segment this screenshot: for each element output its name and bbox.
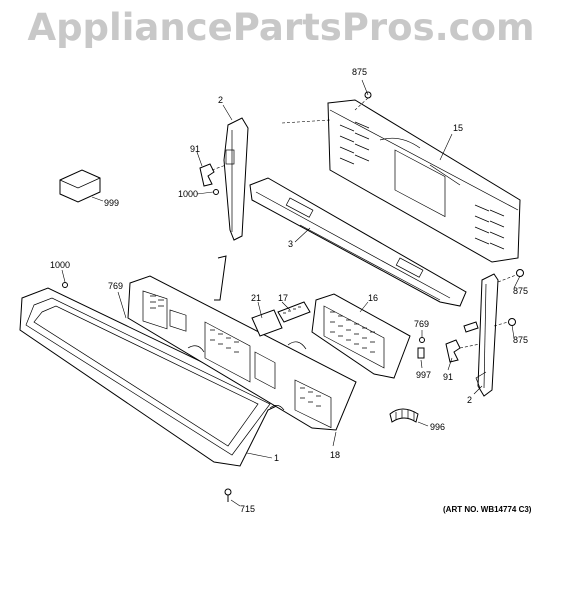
callout-769: 769 bbox=[108, 281, 123, 291]
callout-21: 21 bbox=[251, 293, 261, 303]
screw-875-right-upper[interactable] bbox=[513, 269, 524, 289]
watermark-logo: AppliancePartsPros.com bbox=[27, 6, 535, 49]
callout-2-right: 2 bbox=[467, 395, 472, 405]
part-3-trim-channel[interactable] bbox=[249, 177, 467, 307]
callout-91-right: 91 bbox=[443, 372, 453, 382]
callout-15: 15 bbox=[453, 123, 463, 133]
part-16-keypad-board[interactable] bbox=[311, 293, 411, 379]
screw-1000-lower[interactable] bbox=[61, 269, 68, 288]
screw-1000-upper[interactable] bbox=[213, 189, 219, 195]
callout-3: 3 bbox=[288, 239, 293, 249]
part-997-pin[interactable] bbox=[417, 347, 425, 369]
part-1-glass-frame[interactable] bbox=[19, 287, 287, 467]
part-2-left-bracket[interactable] bbox=[223, 117, 249, 241]
callout-715: 715 bbox=[240, 504, 255, 514]
part-21-lens[interactable] bbox=[251, 301, 283, 337]
callout-91: 91 bbox=[190, 144, 200, 154]
screw-875-top[interactable] bbox=[361, 79, 372, 99]
callout-1000-lower: 1000 bbox=[50, 260, 70, 270]
screw-875-right-lower[interactable] bbox=[508, 318, 516, 339]
callout-875-right-lower: 875 bbox=[513, 335, 528, 345]
callout-999: 999 bbox=[104, 198, 119, 208]
callout-875-right-upper: 875 bbox=[513, 286, 528, 296]
wire-harness bbox=[187, 341, 307, 411]
part-15-rear-panel[interactable] bbox=[327, 99, 521, 263]
callout-1000: 1000 bbox=[178, 189, 198, 199]
part-91-right-clip[interactable] bbox=[445, 321, 479, 371]
callout-769-right: 769 bbox=[414, 319, 429, 329]
callout-17: 17 bbox=[278, 293, 288, 303]
callout-1: 1 bbox=[274, 453, 279, 463]
part-999-box[interactable] bbox=[59, 169, 101, 203]
part-18-control-panel[interactable] bbox=[127, 275, 357, 431]
callout-996: 996 bbox=[430, 422, 445, 432]
callout-18: 18 bbox=[330, 450, 340, 460]
part-996-clip[interactable] bbox=[389, 408, 429, 427]
art-number: (ART NO. WB14774 C3) bbox=[443, 505, 532, 514]
part-2-right-bracket[interactable] bbox=[475, 273, 499, 397]
callout-2: 2 bbox=[218, 95, 223, 105]
part-91-left-clip[interactable] bbox=[199, 163, 227, 187]
screw-715[interactable] bbox=[224, 488, 241, 507]
screw-769-right[interactable] bbox=[419, 330, 425, 343]
callout-16: 16 bbox=[368, 293, 378, 303]
callout-875: 875 bbox=[352, 67, 367, 77]
callout-997: 997 bbox=[416, 370, 431, 380]
ribbon-cable bbox=[214, 255, 227, 301]
part-17-display-board[interactable] bbox=[277, 301, 311, 323]
